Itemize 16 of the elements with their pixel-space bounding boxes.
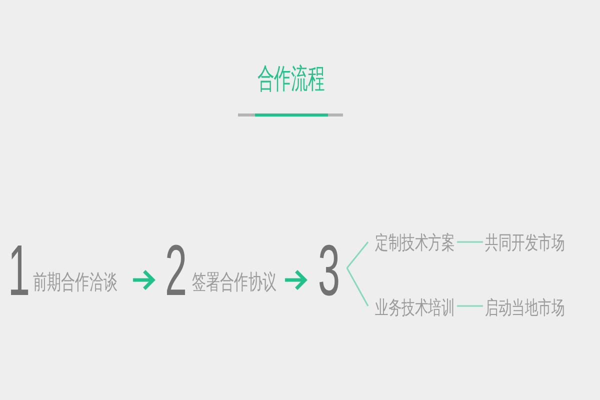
branch-label: 启动当地市场 xyxy=(485,296,565,320)
connector-line xyxy=(457,241,483,243)
step-label: 签署合作协议 xyxy=(192,270,276,295)
step-number: 2 xyxy=(165,243,188,299)
connector-line xyxy=(457,305,483,307)
connector-line xyxy=(346,242,369,268)
step-label: 前期合作洽谈 xyxy=(33,270,118,295)
arrow xyxy=(133,270,155,290)
arrow xyxy=(285,270,307,290)
branch-label: 共同开发市场 xyxy=(485,231,565,255)
branch-label: 定制技术方案 xyxy=(375,231,455,255)
step-number: 1 xyxy=(8,243,30,299)
connector-line xyxy=(346,268,369,306)
branch-label: 业务技术培训 xyxy=(375,296,455,320)
step-number: 3 xyxy=(318,243,340,299)
title: 合作流程 xyxy=(257,62,325,96)
